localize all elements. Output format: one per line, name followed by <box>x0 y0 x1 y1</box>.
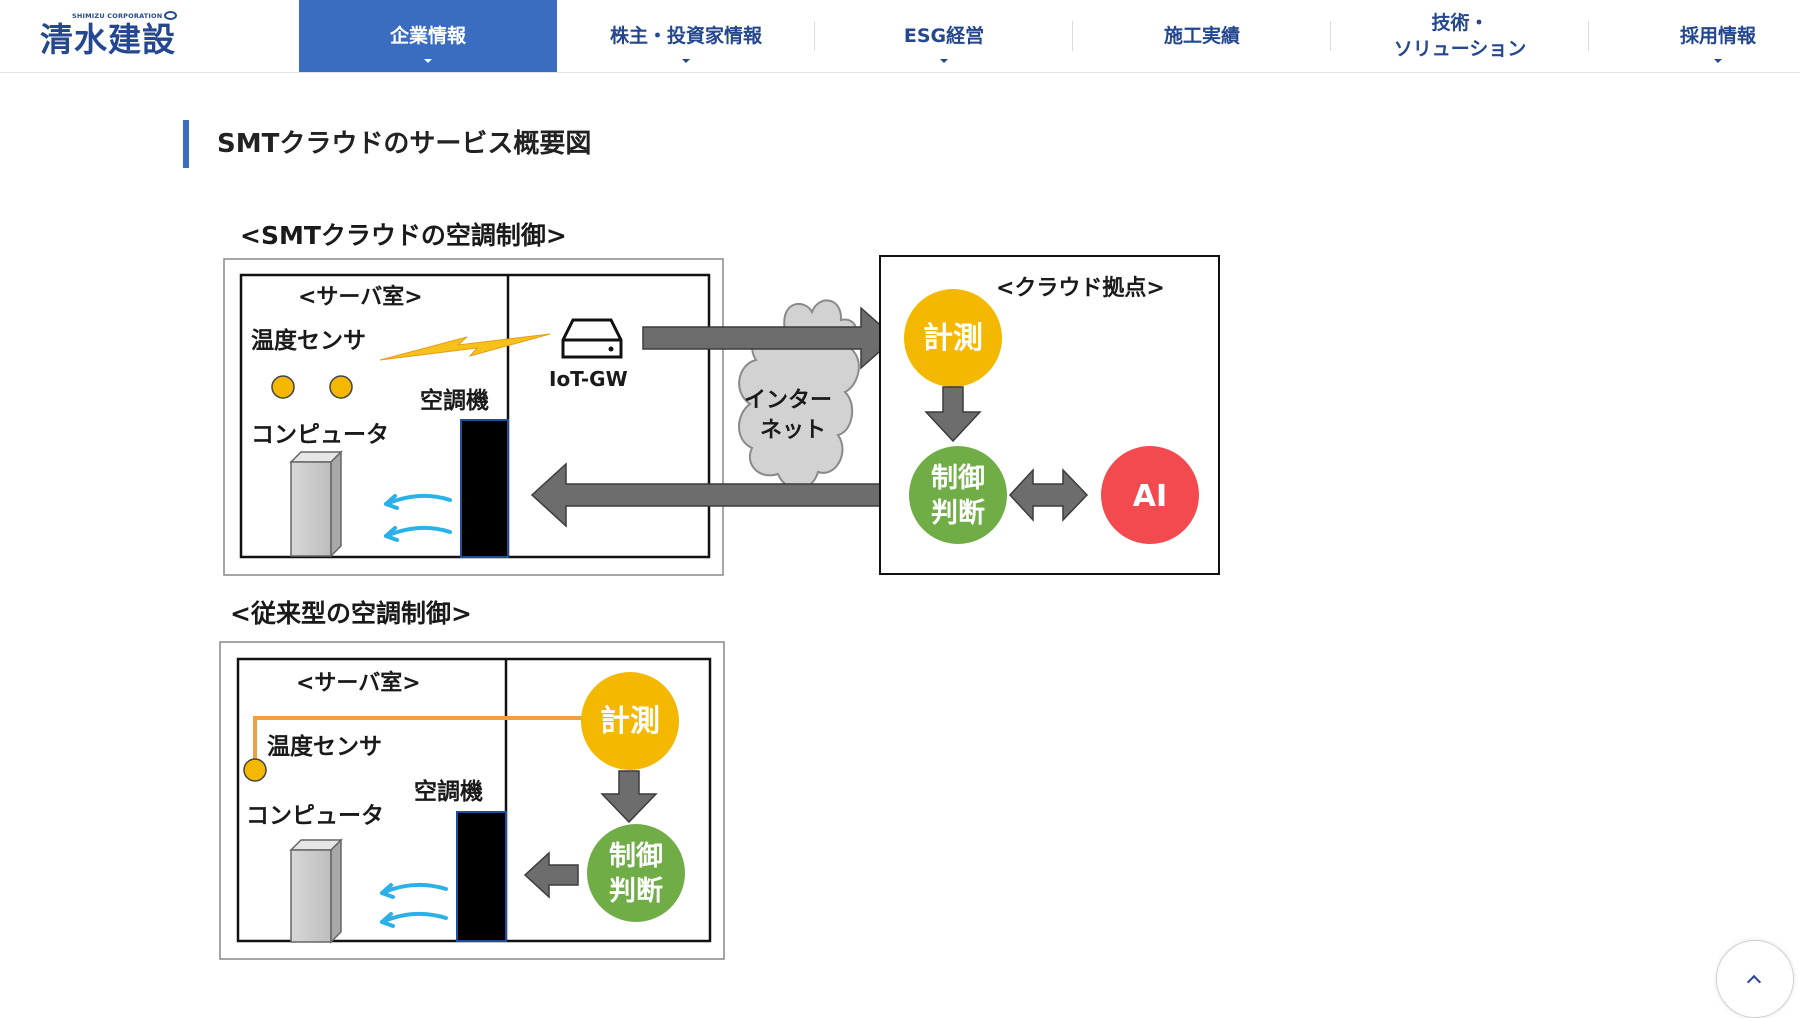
ai-label: AI <box>1133 479 1167 514</box>
measure-label: 計測 <box>923 321 983 356</box>
nav-label: 施工実績 <box>1163 25 1240 47</box>
cloud-aircon-label: 空調機 <box>420 387 489 414</box>
wireless-signal-icon <box>379 333 551 361</box>
scroll-to-top-button[interactable] <box>1716 940 1794 1018</box>
control-label-line1: 制御 <box>931 463 985 494</box>
aircon-unit <box>460 419 509 558</box>
airflow-icon <box>384 493 452 542</box>
nav-item-technology[interactable]: 技術・ ソリューション <box>1331 0 1589 72</box>
aircon-unit <box>456 811 507 942</box>
logo-mark-icon <box>164 11 177 20</box>
conventional-heading: <従来型の空調制御> <box>230 599 472 628</box>
conventional-control-line1: 制御 <box>609 841 663 872</box>
smt-cloud-diagram: <SMTクラウドの空調制御> <サーバ室> 温度センサ コンピュータ 空調機 I… <box>219 221 1220 960</box>
computer-tower-icon <box>289 838 343 944</box>
sensor-dot-icon <box>243 758 267 782</box>
nav-label: ESG経営 <box>903 25 985 47</box>
cloud-control-heading: <SMTクラウドの空調制御> <box>240 221 567 250</box>
site-header: SHIMIZU CORPORATION 清水建設 企業情報 株主・投資家情報 E… <box>0 0 1800 73</box>
downstream-arrow-icon <box>530 462 887 528</box>
nav-label: 採用情報 <box>1679 25 1756 47</box>
upstream-arrow-icon <box>642 306 897 370</box>
nav-item-projects[interactable]: 施工実績 <box>1073 0 1331 72</box>
cloud-site-label: <クラウド拠点> <box>996 275 1165 301</box>
ai-circle <box>1101 446 1199 544</box>
gateway-led-icon <box>608 346 614 352</box>
conventional-sensor-label: 温度センサ <box>267 733 382 760</box>
gateway-label: IoT-GW <box>549 367 628 391</box>
down-arrow-icon <box>600 770 658 824</box>
sensor-dot-icon <box>271 375 295 399</box>
conventional-aircon-label: 空調機 <box>414 778 483 805</box>
control-label-line2: 判断 <box>931 498 985 529</box>
caret-down-icon <box>1714 59 1722 63</box>
caret-down-icon <box>682 59 690 63</box>
caret-down-icon <box>940 59 948 63</box>
airflow-icon <box>380 882 448 928</box>
chevron-up-icon <box>1746 974 1762 990</box>
conventional-measure-label: 計測 <box>600 704 660 739</box>
logo-subtitle: SHIMIZU CORPORATION <box>72 12 163 20</box>
section-title: SMTクラウドのサービス概要図 <box>183 120 591 168</box>
measure-circle <box>581 672 679 770</box>
bidirectional-arrow-icon <box>1008 468 1089 522</box>
measure-circle <box>904 289 1002 387</box>
control-circle <box>587 824 685 922</box>
computer-tower-icon <box>289 450 343 558</box>
nav-item-investors[interactable]: 株主・投資家情報 <box>557 0 815 72</box>
conventional-server-room-label: <サーバ室> <box>296 670 421 696</box>
caret-down-icon <box>424 59 432 63</box>
conventional-control-line2: 判断 <box>609 876 663 907</box>
wired-sensor-line <box>253 716 590 770</box>
logo-wordmark: 清水建設 <box>40 20 176 59</box>
conventional-computer-label: コンピュータ <box>246 803 384 829</box>
nav-label: 技術・ ソリューション <box>1393 12 1527 60</box>
internet-label-line2: ネット <box>760 418 826 443</box>
nav-label: 企業情報 <box>389 25 466 47</box>
cloud-sensor-label: 温度センサ <box>251 327 366 354</box>
cloud-server-room-label: <サーバ室> <box>298 284 423 310</box>
iot-gateway-icon <box>561 318 623 359</box>
cloud-computer-label: コンピュータ <box>251 422 389 448</box>
down-arrow-icon <box>924 386 982 443</box>
left-arrow-icon <box>523 851 579 899</box>
nav-item-corporate[interactable]: 企業情報 <box>299 0 557 72</box>
nav-item-recruit[interactable]: 採用情報 <box>1589 0 1800 72</box>
global-nav: 企業情報 株主・投資家情報 ESG経営 施工実績 技術・ ソリューション 採用情… <box>299 0 1800 72</box>
company-logo[interactable]: SHIMIZU CORPORATION 清水建設 <box>40 11 190 64</box>
internet-label-line1: インター <box>744 388 832 413</box>
sensor-dot-icon <box>329 375 353 399</box>
control-circle <box>909 446 1007 544</box>
nav-label: 株主・投資家情報 <box>609 25 762 47</box>
nav-item-esg[interactable]: ESG経営 <box>815 0 1073 72</box>
